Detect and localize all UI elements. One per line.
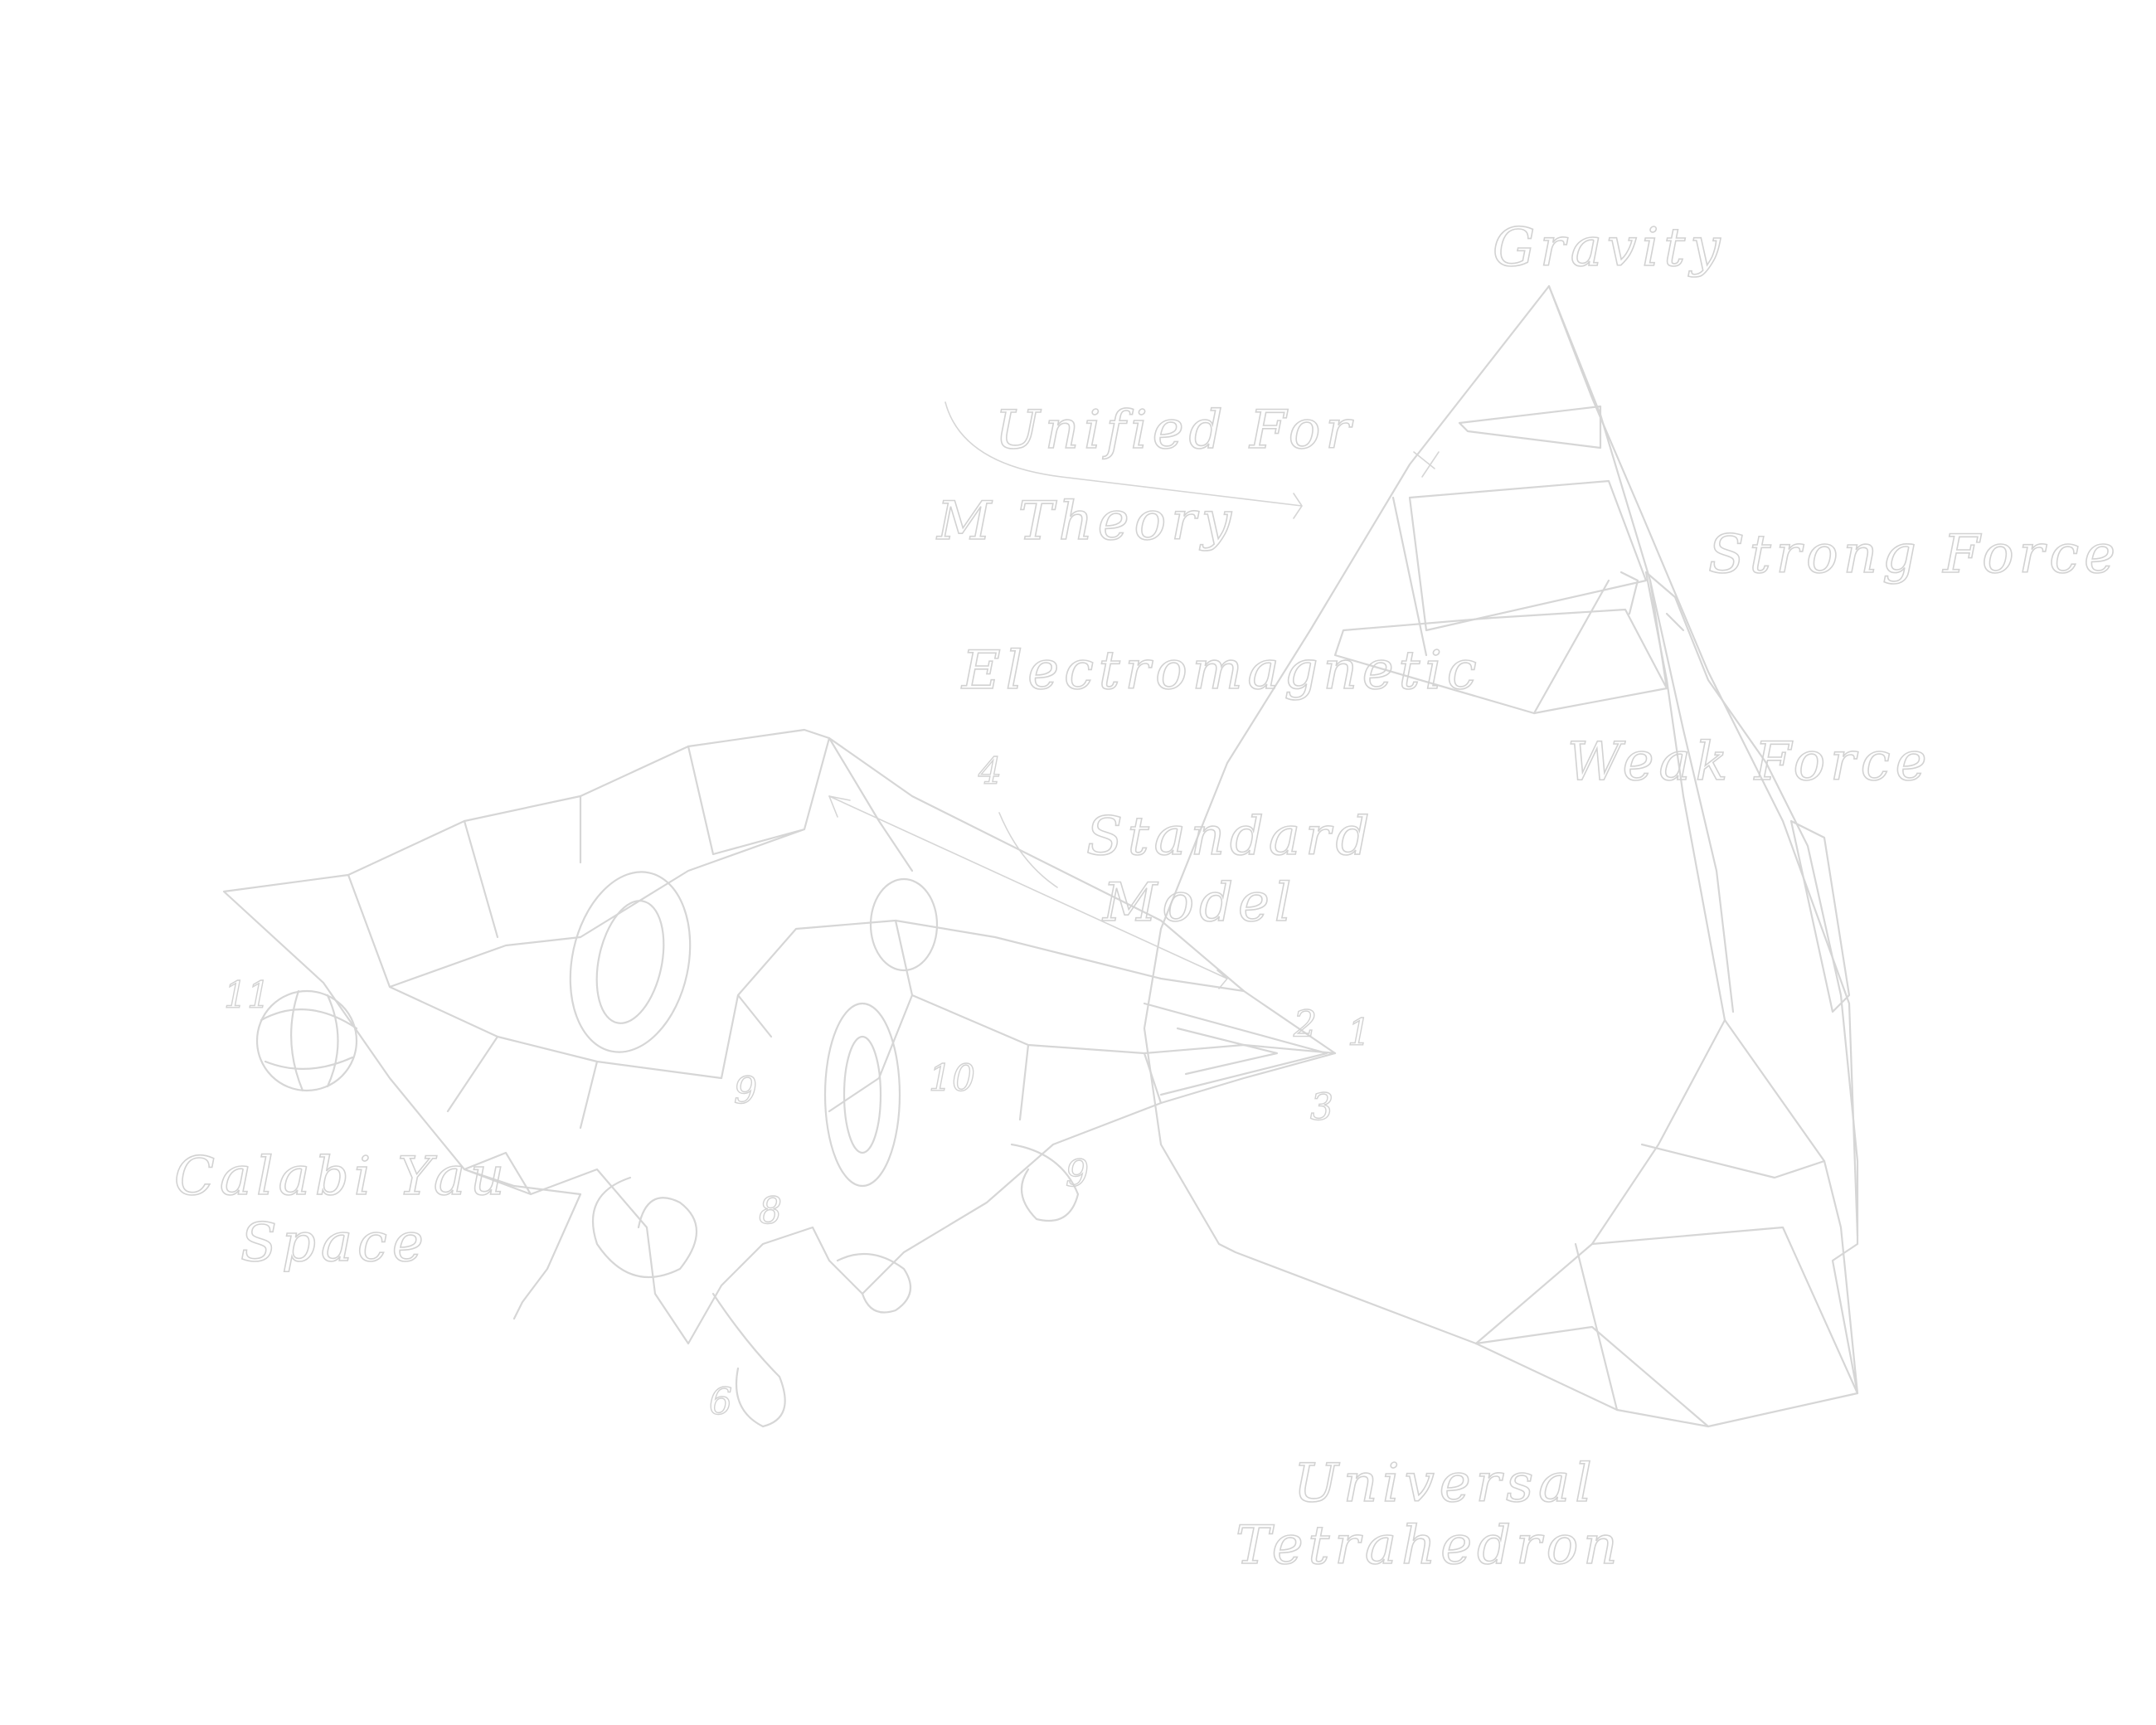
- marker-2: 2: [1293, 1003, 1317, 1046]
- lower-facet-1: [1474, 1018, 1726, 1345]
- lower-facet-3: [1574, 1226, 1859, 1412]
- lower-facet-2: [1640, 1143, 1826, 1179]
- label-standard-bottom: Model: [1102, 872, 1296, 934]
- web-outline: [222, 728, 1337, 1345]
- label-standard-top: Standard: [1086, 806, 1375, 867]
- marker-1: 1: [1348, 1012, 1371, 1054]
- small-notches: [1619, 571, 1685, 632]
- loop-center-tall: [823, 1002, 901, 1188]
- arrows: [828, 401, 1440, 989]
- universal-tetrahedron: [1143, 284, 1859, 1428]
- loop-top-center-inner: [595, 900, 665, 1024]
- standard-model-bracket: [998, 812, 1058, 888]
- tick-unified: [1413, 451, 1440, 478]
- apex-band: [1458, 405, 1602, 449]
- tetrahedron-right-edge: [1547, 284, 1859, 1237]
- lower-facet-4: [1474, 1325, 1710, 1428]
- spiral-mid: [836, 1252, 912, 1314]
- standard-model-arrow: [828, 795, 1228, 989]
- loop-center-tall-inner: [842, 1035, 882, 1154]
- marker-11: 11: [224, 974, 270, 1017]
- marker-8: 8: [759, 1190, 782, 1232]
- marker-3: 3: [1310, 1086, 1333, 1129]
- loop-upper-small: [869, 877, 939, 972]
- tetrahedron-inner-edge: [1547, 284, 1735, 1013]
- label-weak-force: Weak Force: [1567, 731, 1931, 793]
- number-markers: 1 2 3 4 6 8 9 9 10 11: [223, 750, 1371, 1423]
- label-gravity: Gravity: [1493, 217, 1725, 279]
- web-cell-lines: [347, 736, 1337, 1130]
- spiral-left: [591, 1176, 697, 1279]
- globe-11: [255, 989, 358, 1092]
- label-electromagnetic: Electromagnetic: [961, 640, 1482, 702]
- mid-band-diagonal: [1391, 496, 1668, 715]
- unified-arrow: [944, 401, 1303, 519]
- marker-9a: 9: [734, 1070, 757, 1112]
- standard-model-web: [222, 728, 1337, 1428]
- spiral-bottom: [711, 1292, 786, 1428]
- loop-top-center: [569, 871, 692, 1053]
- upper-band: [1408, 479, 1648, 632]
- side-fin: [1789, 819, 1851, 1013]
- marker-9b: 9: [1066, 1153, 1089, 1195]
- labels: Gravity Unified For M Theory Strong Forc…: [173, 216, 2120, 1577]
- tetrahedron-outline: [1143, 284, 1859, 1428]
- globe-11-mesh: [260, 989, 358, 1092]
- label-calabi-top: Calabi Yau: [174, 1146, 509, 1208]
- label-universal-bottom: Tetrahedron: [1236, 1515, 1622, 1577]
- label-universal-top: Universal: [1294, 1453, 1597, 1514]
- label-unified-top: Unified For: [995, 400, 1356, 461]
- marker-4: 4: [978, 751, 1002, 793]
- marker-6: 6: [709, 1381, 732, 1423]
- label-strong-force: Strong Force: [1708, 524, 2120, 586]
- web-tip: [1143, 1002, 1328, 1096]
- marker-10: 10: [929, 1057, 975, 1100]
- spiral-right: [1010, 1143, 1080, 1222]
- standard-model-arrow-head-left: [828, 795, 851, 818]
- label-calabi-bottom: Space: [240, 1212, 429, 1274]
- label-unified-bottom: M Theory: [936, 491, 1236, 552]
